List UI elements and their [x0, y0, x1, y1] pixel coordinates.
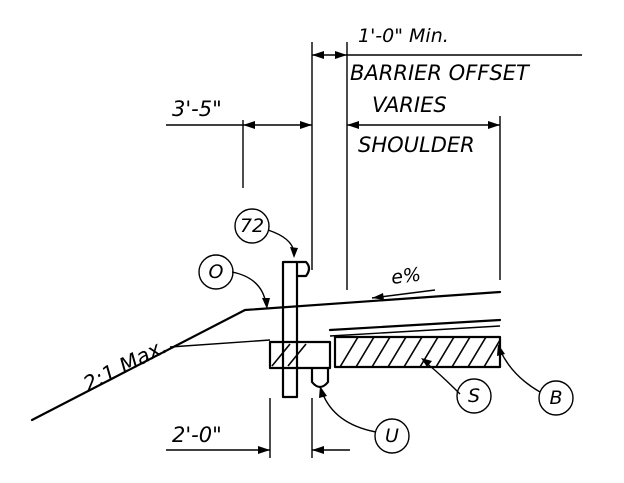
base-second-line — [329, 325, 501, 337]
barrier-min-label: 1'-0" Min. — [358, 25, 449, 47]
subgrade-line — [169, 339, 271, 348]
ground-profile — [30, 290, 502, 422]
barrier-post — [281, 260, 299, 399]
leader-72 — [267, 229, 295, 253]
blockout-hatching — [271, 343, 307, 367]
callout-U: U — [374, 418, 410, 454]
leader-U — [321, 391, 377, 433]
rail-element — [295, 260, 311, 278]
base-top-line — [328, 318, 502, 332]
callout-S-text: S — [468, 385, 480, 407]
barrier-assembly — [268, 260, 332, 399]
dim-bottom-label: 2'-0" — [172, 423, 222, 447]
callout-O-text: O — [209, 261, 224, 283]
barrier-offset-label: BARRIER OFFSET — [350, 61, 531, 85]
callout-leaders — [231, 229, 541, 433]
callout-U-text: U — [385, 425, 399, 447]
callout-B: B — [538, 380, 574, 416]
leader-O — [231, 271, 267, 305]
slope-label: 2:1 Max. — [79, 334, 171, 396]
callout-72-text: 72 — [240, 215, 264, 237]
extension-lines — [242, 42, 501, 458]
embankment-and-pavement-line — [30, 290, 502, 422]
base-hatching — [339, 336, 501, 368]
callout-B-text: B — [549, 387, 562, 409]
shoulder-label: SHOULDER — [358, 133, 475, 157]
callout-72: 72 — [234, 208, 270, 244]
leader-B — [499, 349, 541, 393]
hatched-base-block — [333, 335, 502, 369]
dim-top-label: 3'-5" — [172, 97, 222, 121]
blockout — [268, 340, 332, 370]
cross-slope-label: e% — [390, 264, 422, 289]
u-channel — [310, 366, 330, 389]
callouts: 72 O S B U — [198, 208, 574, 454]
base-course — [328, 318, 502, 369]
dimension-lines — [166, 51, 582, 454]
callout-S: S — [456, 378, 492, 414]
callout-O: O — [198, 254, 234, 290]
varies-label: VARIES — [372, 93, 447, 117]
